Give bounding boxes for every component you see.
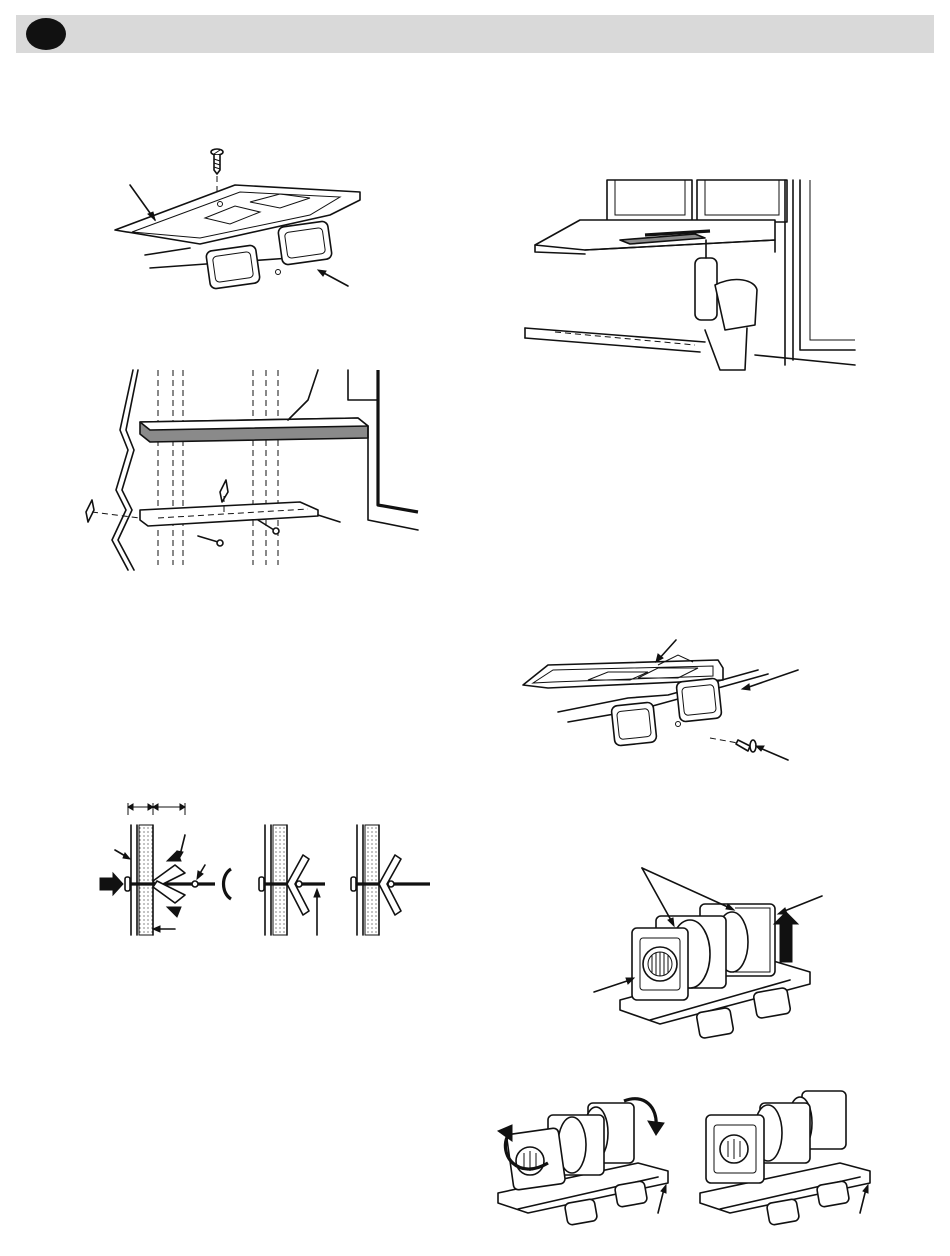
screw-icon — [211, 149, 223, 174]
wall-plate-anchors-illustration — [78, 370, 418, 570]
blower-motor-lift-illustration — [590, 860, 830, 1040]
screw-icon — [198, 536, 223, 546]
language-badge-icon — [26, 18, 66, 50]
damper-plate-screw-illustration — [518, 640, 808, 770]
cabinet-drill-illustration — [525, 180, 865, 375]
screw-icon — [736, 740, 756, 752]
blower-rotate-illustration — [488, 1085, 678, 1225]
section-header-bar — [16, 15, 934, 53]
screw-icon — [258, 520, 279, 534]
toggle-bolt-steps-illustration — [95, 795, 435, 940]
blower-rotated-illustration — [690, 1085, 880, 1225]
mounting-plate-screw-illustration — [110, 140, 370, 300]
